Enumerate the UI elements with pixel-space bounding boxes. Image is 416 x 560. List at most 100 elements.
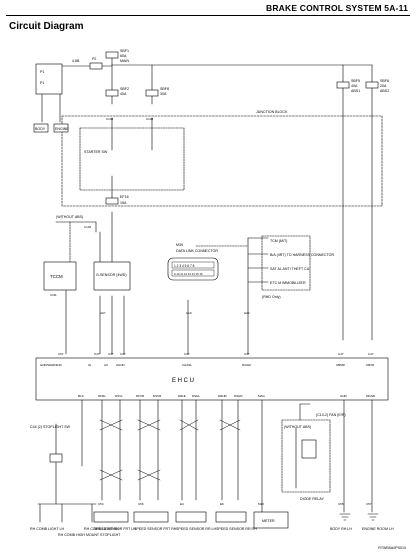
sensor-box-fr	[133, 511, 169, 523]
starter-label: STARTER SW	[84, 150, 108, 154]
conn-tag-20: M10	[258, 502, 264, 506]
conn-tag-15: H22	[244, 311, 250, 315]
sbf6-label: SBF6	[380, 79, 389, 83]
sensor-symbols	[99, 419, 241, 481]
fuse-sbf6	[365, 81, 379, 89]
sensor-fl-label: SPEED SENSOR FRT LH	[94, 527, 136, 531]
sbf5-amp-label: 40A	[351, 84, 358, 88]
relay-note-2-label: DIODE RELAY	[300, 497, 325, 501]
fuse-sbf8	[145, 89, 159, 97]
conn-tag-14: H10	[186, 311, 192, 315]
relay-box	[281, 419, 331, 493]
to-label-1: TCM (M/T)	[270, 239, 287, 243]
sbf8-label: SBF8	[160, 87, 169, 91]
ehcu-pin-dshl: DSHL	[192, 394, 200, 398]
engine-gnd-label: ENGINE ROOM LH	[362, 527, 394, 531]
body-box	[33, 123, 49, 133]
conn-tag-17: C56	[138, 502, 144, 506]
amr-label: 4.6B	[72, 59, 80, 63]
ehcu-pin-ig: IG	[88, 363, 92, 367]
conn-tag-12: C111	[50, 293, 57, 297]
sbf8-amp-label: 30A	[160, 92, 167, 96]
sbf2-label: SBF2	[120, 87, 129, 91]
sbf1-label: SBF1	[120, 49, 129, 53]
ehcu-pin-dfvr: DFVR	[136, 394, 145, 398]
sbf1-amp-label: 60A	[120, 54, 127, 58]
conn-tag-22: C57	[366, 502, 372, 506]
connector-tags: C67 C47 C47 C47 C47 C47 C47 C47 C108 C10…	[50, 117, 374, 506]
dlc-bracket	[261, 235, 311, 291]
ehcu-bottom-pin-labels: BLS DFRL DSVL DFVR DSVR DRHL DSHL DRHR D…	[78, 394, 376, 398]
lamp-left-label: RH COMB LIGHT LH	[30, 527, 64, 531]
page-header: BRAKE CONTROL SYSTEM 5A-11	[0, 0, 416, 16]
sbf5-sub-label: ABS1	[351, 89, 360, 93]
ehcu-pin-diagk: DIAGK	[242, 363, 251, 367]
diag-note-label: (RHD Only)	[262, 295, 281, 299]
fuse-sbf1	[105, 51, 119, 59]
ehcu-pin-drhr: DRHR	[218, 394, 227, 398]
dlc-label: DATA LINK CONNECTOR	[176, 249, 218, 253]
fuse-p2	[89, 62, 103, 70]
ehcu-pin-dsvr: DSVR	[153, 394, 162, 398]
conn-tag-11: C102	[84, 225, 92, 229]
sensor-box-rl	[175, 511, 207, 523]
sensor-twist-rr	[219, 419, 241, 431]
fuse-sbf2	[105, 89, 119, 97]
to-label-4: ETC M IMMOBILIZER	[270, 281, 306, 285]
tccm-box	[43, 261, 77, 291]
without-abs-label: (WITHOUT ABS)	[56, 215, 83, 219]
body-label: BODY	[35, 127, 46, 131]
conn-tag-3: C47	[108, 352, 114, 356]
conn-tag-6: C47	[244, 352, 250, 356]
dlc-bottom-pins: 9 10 11 12 13 14 15 16	[174, 272, 203, 276]
lamp-center-label: RH COMB HIGH MOUNT STOPLIGHT	[58, 533, 121, 537]
relay-note-label: (WITHOUT ABS)	[284, 425, 311, 429]
sensor-rl-label: SPEED SENSOR RR LH	[176, 527, 217, 531]
ehcu-top-pin-labels: GND/WARNING IG AX AGND CHASL DIAGK UBMR …	[40, 363, 375, 367]
header-rule	[6, 15, 410, 16]
fan-note-label: (C13-2) FAN (E/R)	[316, 413, 346, 417]
conn-tag-8: C47	[368, 352, 374, 356]
header-title: BRAKE CONTROL SYSTEM 5A-11	[265, 3, 408, 13]
to-label-2: B/A (4RT) TO HARNESS CONNECTOR	[270, 253, 334, 257]
dlc-pins	[171, 261, 215, 277]
components	[33, 51, 379, 529]
ehcu-pin-mag: MAG	[258, 394, 266, 398]
engine-box	[53, 123, 69, 133]
conn-tag-18: E4	[180, 502, 184, 506]
g-sensor-label: G-SENSOR (4WD)	[96, 273, 127, 277]
conn-tag-1: C67	[58, 352, 64, 356]
diagram-labels: P1 P1 4.6B P2 SBF1 60A MAIN SBF2 40A SBF…	[30, 49, 394, 537]
battery-block	[35, 63, 63, 95]
dlc-top-pins: 1 2 3 4 5 6 7 8	[174, 264, 195, 268]
dlc-conn-label: M39	[176, 243, 183, 247]
wiring	[35, 55, 389, 523]
diag-branch	[247, 237, 269, 283]
sensor-twist-fl-2	[99, 469, 123, 481]
ef16-amp-label: 15A	[120, 201, 127, 205]
sensor-rr-label: SPEED SENSOR RR RH	[216, 527, 257, 531]
sbf5-label: SBF5	[351, 79, 360, 83]
conn-tag-7: C47	[338, 352, 344, 356]
ehcu-pin-mgnd: MGND	[366, 394, 376, 398]
ehcu-pin-ax: AX	[104, 363, 108, 367]
junction-block	[61, 115, 383, 207]
sensor-box-rr	[215, 511, 247, 523]
ehcu-pin-bls: BLS	[78, 394, 84, 398]
ef16-label: EF16	[120, 195, 129, 199]
g-sensor-box	[93, 261, 131, 291]
fuse-ef16	[105, 197, 119, 205]
stoplamp-sw-label: C44 (2) STOPLIGHT SW	[30, 425, 71, 429]
section-title: Circuit Diagram	[9, 21, 84, 32]
ground-engine	[367, 513, 379, 521]
relay-fan	[299, 403, 311, 421]
conn-tag-19: E6	[220, 502, 224, 506]
sensor-twist-fr-2	[137, 469, 161, 481]
conn-tag-10: C108	[146, 117, 154, 121]
sbf2-amp-label: 40A	[120, 92, 127, 96]
sbf6-amp-label: 20A	[380, 84, 387, 88]
conn-tag-21: C55	[338, 502, 344, 506]
ehcu-pin-ubvr: UBVR	[366, 363, 375, 367]
conn-tag-5: C47	[184, 352, 190, 356]
lamp-right-label: RH COMB LIGHT RH	[84, 527, 119, 531]
